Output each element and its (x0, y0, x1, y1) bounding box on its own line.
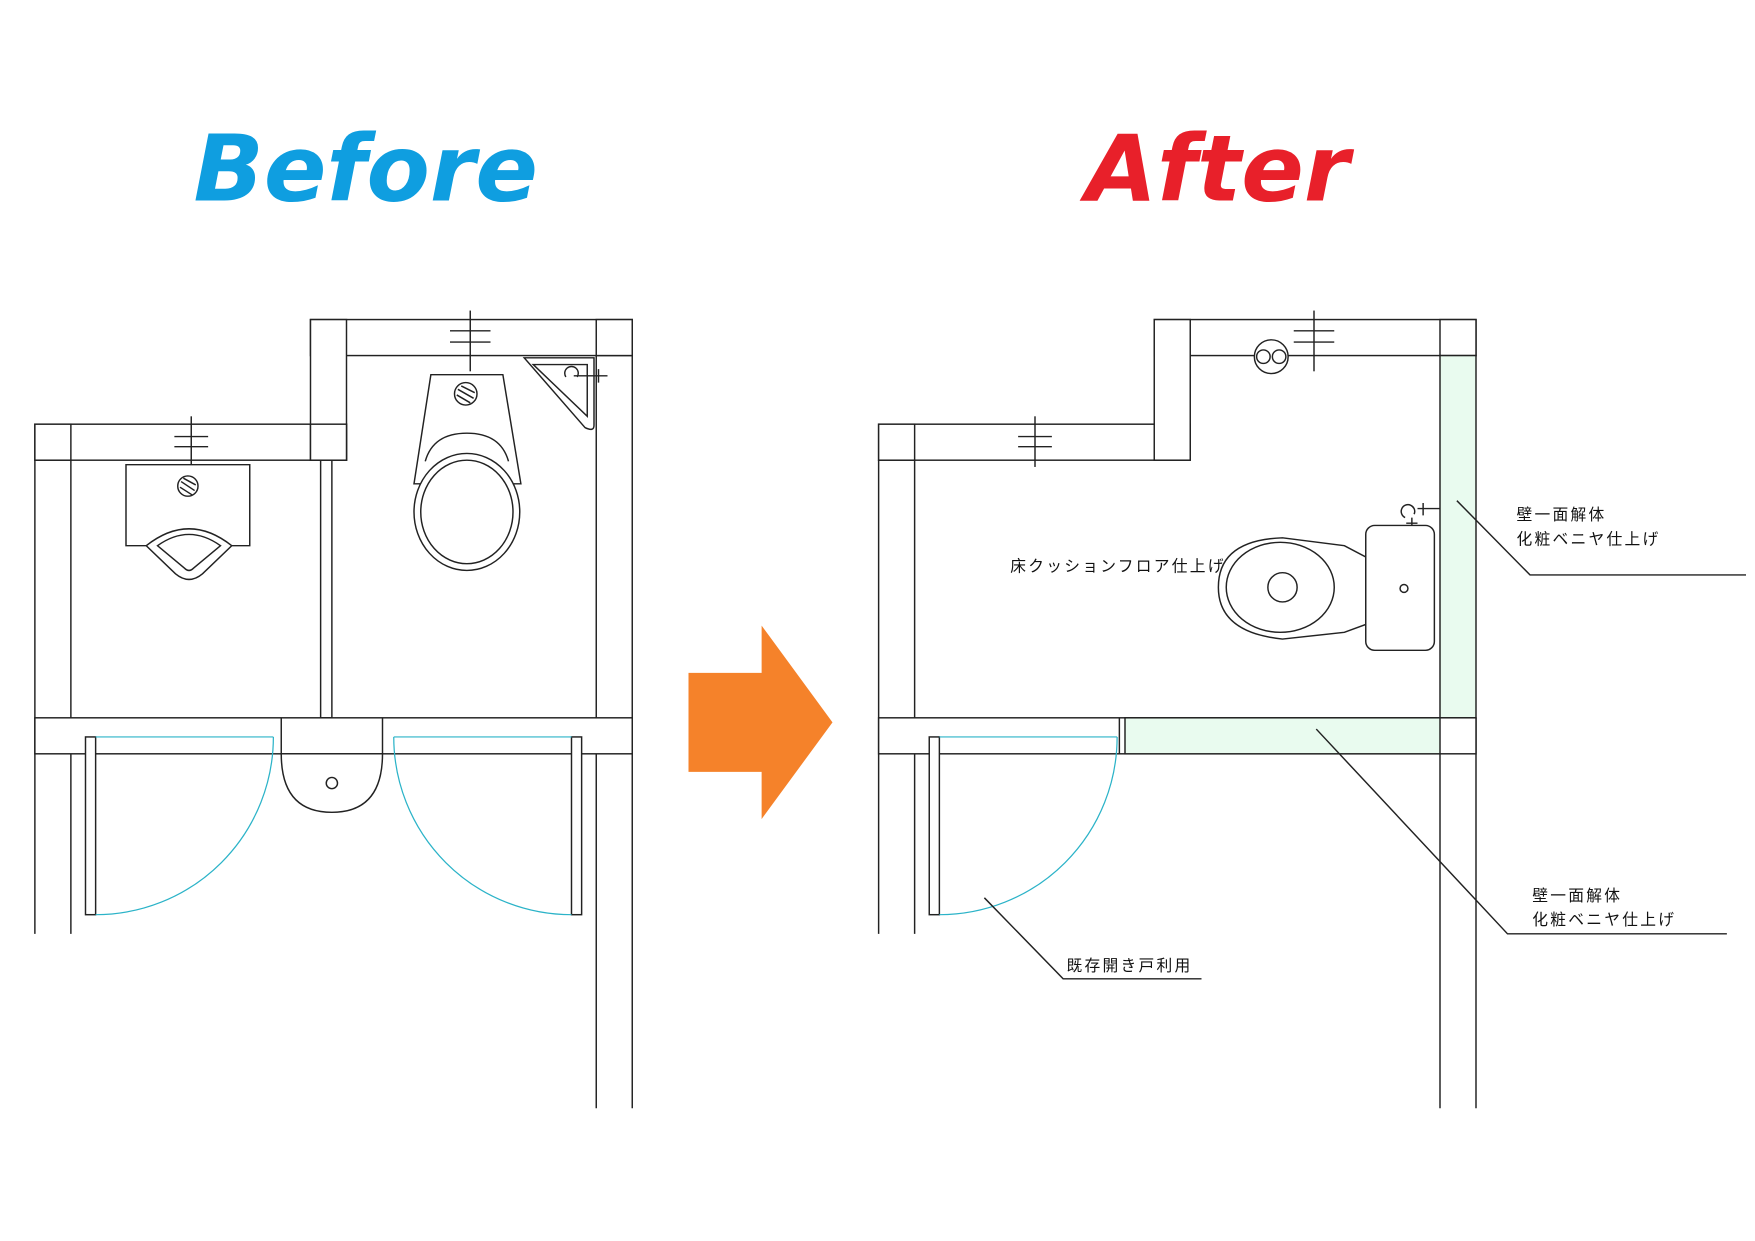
wall-finish-bottom (1124, 717, 1441, 755)
floor-finish-label: 床クッションフロア仕上げ (1010, 557, 1226, 576)
after-title: After (1080, 114, 1355, 222)
before-title: Before (194, 114, 538, 222)
urinal (125, 463, 251, 581)
door-right (393, 736, 583, 916)
toilet-western (413, 373, 522, 572)
door-existing (928, 736, 1118, 916)
wall-bottom-label-2: 化粧ベニヤ仕上げ (1532, 910, 1676, 929)
door-label: 既存開き戸利用 (1067, 956, 1193, 975)
after-plan: 床クッションフロア仕上げ 壁一面解体 化粧ベニヤ仕上げ 壁一面解体 化粧ベニヤ仕… (877, 310, 1746, 1109)
hand-basin (280, 717, 384, 814)
corner-sink (522, 357, 608, 431)
arrow-right-icon (688, 625, 833, 820)
paper-holder (1253, 339, 1289, 375)
door-left (84, 736, 274, 916)
before-plan (34, 310, 633, 1109)
toilet-new (1217, 502, 1440, 652)
wall-right-label-2: 化粧ベニヤ仕上げ (1517, 530, 1661, 549)
wall-finish-right (1439, 354, 1477, 719)
wall-right-label-1: 壁一面解体 (1517, 505, 1607, 524)
wall-bottom-label-1: 壁一面解体 (1532, 886, 1622, 905)
